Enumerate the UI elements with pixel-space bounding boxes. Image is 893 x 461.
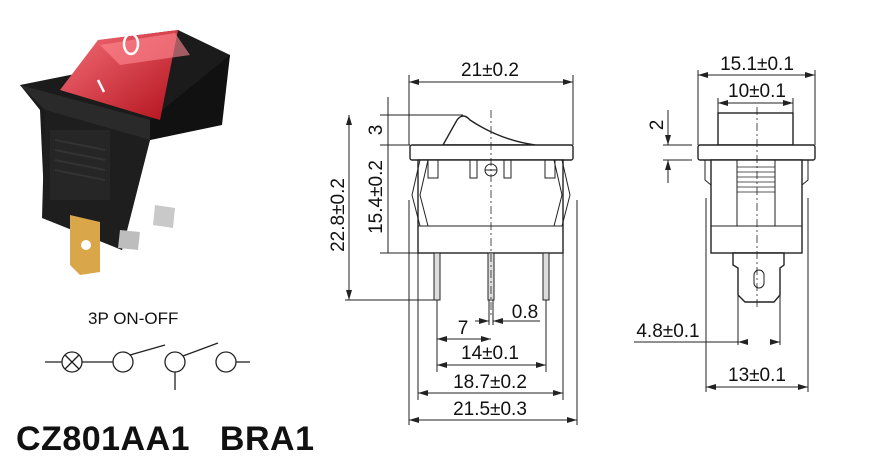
dim-body-height: 15.4±0.2 (366, 160, 387, 234)
dim-flange-width: 15.1±0.1 (720, 54, 794, 75)
dim-rocker-width: 10±0.1 (728, 81, 786, 102)
dim-pin-width: 0.8 (512, 302, 538, 323)
model-number: CZ801AA1 BRA1 (16, 420, 315, 458)
dim-pin-pitch: 14±0.1 (461, 343, 519, 364)
front-view (345, 75, 578, 425)
side-view (634, 70, 816, 392)
dim-side-body-width: 13±0.1 (728, 365, 786, 386)
product-photo (20, 30, 230, 275)
dim-overall-width: 21±0.2 (461, 60, 519, 81)
dim-body-width: 18.7±0.2 (453, 372, 527, 393)
dim-rocker-height: 3 (366, 125, 387, 136)
circuit-label: 3P ON-OFF (88, 309, 178, 328)
circuit-symbol (45, 342, 250, 390)
dim-flange-thickness: 2 (647, 120, 668, 131)
dim-terminal-width: 4.8±0.1 (636, 321, 699, 342)
dim-half-pitch: 7 (458, 318, 469, 339)
dim-total-height: 22.8±0.2 (328, 178, 349, 252)
dim-clip-width: 21.5±0.3 (453, 399, 527, 420)
